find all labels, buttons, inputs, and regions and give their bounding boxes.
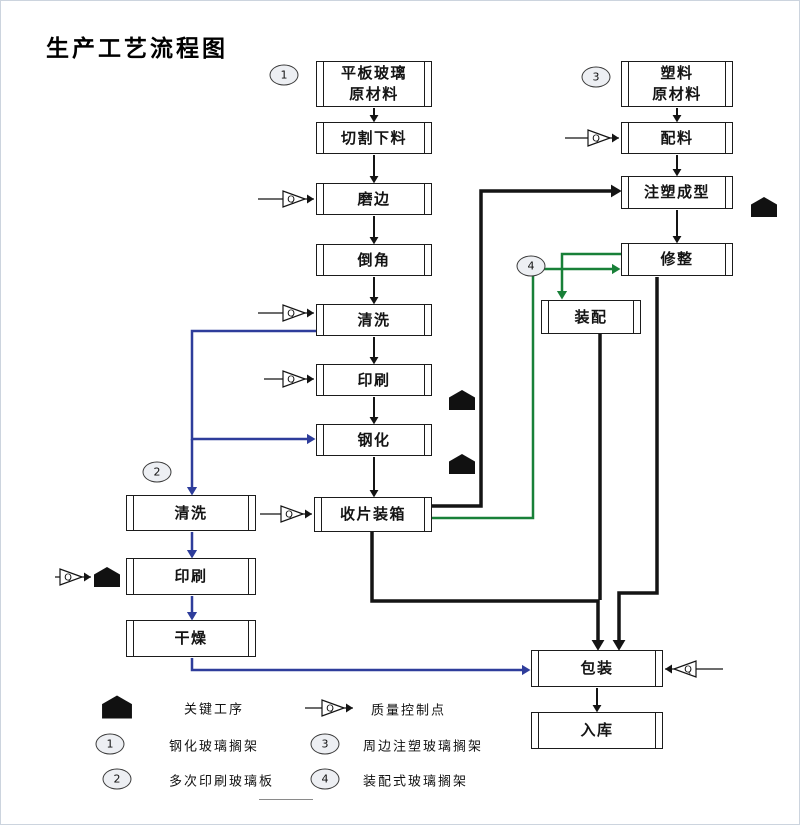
legend-label: 多次印刷玻璃板 [169,774,275,790]
process-node-chamfering: 倒角 [316,244,432,276]
edge-printing-to-tempering [369,397,379,425]
process-node-label: 倒角 [357,250,391,269]
key-process-icon [751,197,777,217]
process-node-drying: 干燥 [126,620,256,657]
edge-grinding-to-chamfering [369,216,379,245]
edge-packing-to-warehousing [592,688,602,713]
process-node-trimming: 修整 [621,243,733,276]
process-node-label: 修整 [660,250,694,268]
circled-number-3: 3 [581,66,611,88]
process-node-assembly: 装配 [541,300,641,334]
circled-number-legend-4: 4 [310,768,340,790]
edge-tempering-to-collect [369,457,379,498]
process-node-printing-center: 印刷 [316,364,432,396]
edge-chamfering-to-cleaning [369,277,379,305]
svg-text:Q: Q [287,375,295,386]
circled-number-legend-2: 2 [102,768,132,790]
edge-collect-to-injection [432,184,622,508]
legend-label: 关键工序 [184,702,245,718]
svg-text:Q: Q [592,134,600,145]
process-node-label: 磨边 [357,189,391,208]
process-node-cleaning-center: 清洗 [316,304,432,336]
process-node-label: 配料 [660,128,694,147]
process-node-label: 塑料原材料 [652,64,702,103]
process-node-label: 入库 [580,721,614,739]
process-node-tempering: 钢化 [316,424,432,456]
edge-plastic-raw-to-batching [672,108,682,123]
circled-number-4: 4 [516,255,546,277]
legend-label: 周边注塑玻璃搁架 [363,739,484,755]
edge-cleaning-rework-to-tempering [190,329,316,445]
edge-cleaning-left-to-printing-left [186,532,198,559]
edge-cutting-to-grinding [369,155,379,184]
svg-text:Q: Q [684,665,692,676]
quality-control-point-icon: Q [305,699,353,717]
quality-control-point-icon: Q [260,505,312,523]
process-node-label: 印刷 [357,370,391,389]
process-node-label: 注塑成型 [643,183,710,201]
process-node-label: 清洗 [174,503,208,522]
edge-branch-to-cleaning-left [186,439,198,496]
process-node-batching: 配料 [621,122,733,154]
legend-label: 装配式玻璃搁架 [363,774,469,790]
process-node-warehousing: 入库 [531,712,663,749]
process-node-plastic-raw: 塑料原材料 [621,61,733,107]
process-node-collect-boxing: 收片装箱 [314,497,432,532]
svg-text:Q: Q [326,704,334,715]
process-node-label: 收片装箱 [339,505,406,523]
process-node-label: 干燥 [174,629,208,647]
process-node-label: 切割下料 [340,128,407,147]
edge-drying-to-packing [190,658,531,676]
process-node-label: 包装 [580,659,614,677]
edge-printing-left-to-drying [186,596,198,621]
key-process-icon [102,695,132,719]
edge-batching-to-injection [672,155,682,177]
process-node-label: 印刷 [174,567,208,585]
svg-text:Q: Q [64,573,72,584]
quality-control-point-icon: Q [55,568,91,586]
key-process-icon [449,454,475,474]
circled-number-legend-1: 1 [95,733,125,755]
process-node-label: 装配 [574,307,608,326]
page-artifact-line [259,799,313,800]
process-node-printing-left: 印刷 [126,558,256,595]
quality-control-point-icon: Q [258,190,314,208]
process-node-injection-molding: 注塑成型 [621,176,733,209]
circled-number-1: 1 [269,64,299,86]
circled-number-2: 2 [142,461,172,483]
process-node-edge-grinding: 磨边 [316,183,432,215]
process-node-label: 平板玻璃原材料 [340,64,407,103]
key-process-icon [94,567,120,587]
key-process-icon [449,390,475,410]
page-title: 生产工艺流程图 [46,36,228,62]
process-node-glass-raw: 平板玻璃原材料 [316,61,432,107]
process-node-cleaning-left: 清洗 [126,495,256,531]
quality-control-point-icon: Q [264,370,314,388]
edge-collect-to-packing [370,532,605,651]
quality-control-point-icon: Q [665,660,723,678]
edge-injection-to-trimming [672,210,682,244]
legend-label: 质量控制点 [371,703,447,719]
edge-trimming-to-assembly [556,252,621,300]
quality-control-point-icon: Q [565,129,619,147]
process-node-cutting: 切割下料 [316,122,432,154]
svg-text:Q: Q [287,309,295,320]
svg-text:Q: Q [287,195,295,206]
edge-glass-raw-to-cutting [369,108,379,123]
legend-label: 钢化玻璃搁架 [169,739,260,755]
process-node-label: 钢化 [357,430,391,449]
svg-text:Q: Q [285,510,293,521]
circled-number-legend-3: 3 [310,733,340,755]
quality-control-point-icon: Q [258,304,314,322]
edge-cleaning-to-printing [369,337,379,365]
process-node-packing: 包装 [531,650,663,687]
process-node-label: 清洗 [357,310,391,329]
